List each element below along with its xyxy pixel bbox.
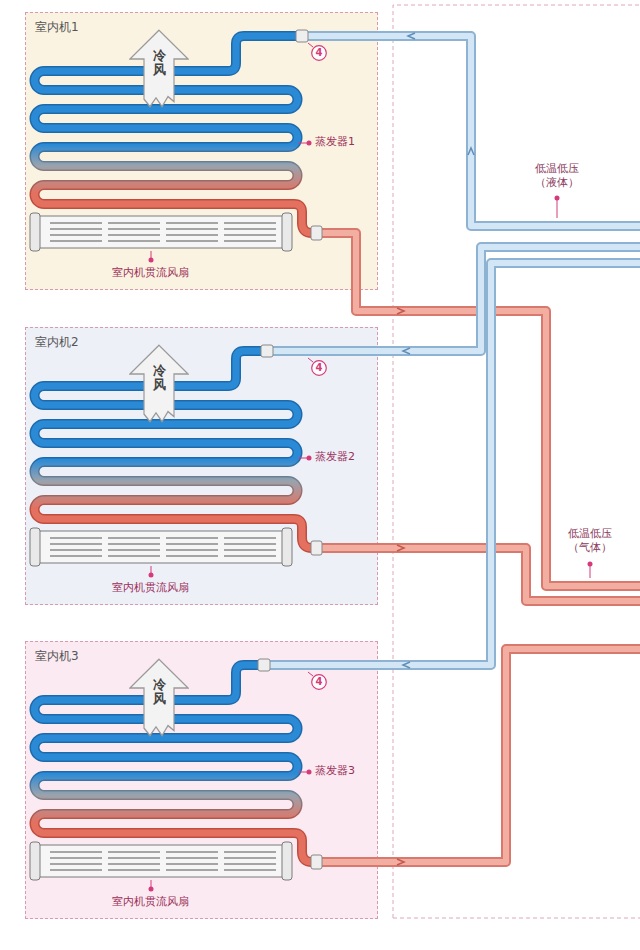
pipe-fitting <box>311 226 322 240</box>
cold-air-arrow: 冷风 <box>129 344 189 427</box>
unit-title: 室内机1 <box>35 19 79 36</box>
flow-arrow <box>397 545 404 551</box>
leader-dot <box>149 887 154 892</box>
part-label: 室内机贯流风扇 <box>112 581 189 595</box>
leader-dot <box>588 562 593 567</box>
indoor-unit-panel: 室内机1 冷风 4 <box>25 12 378 290</box>
air-label: 冷风 <box>153 344 166 393</box>
liquid-pipe <box>308 36 640 226</box>
leader-line <box>557 198 558 218</box>
air-label: 冷风 <box>153 658 166 707</box>
callout-number: 4 <box>311 360 327 376</box>
leader-dot <box>307 456 312 461</box>
flow-arrow <box>468 148 474 155</box>
indoor-unit-panel: 室内机3 冷风 4 <box>25 641 378 919</box>
pipe-state-label: 低温低压 （液体） <box>532 162 582 190</box>
flow-arrow <box>397 859 404 865</box>
region-border <box>393 918 640 919</box>
gas-pipe <box>322 649 640 862</box>
leader-dot <box>149 573 154 578</box>
flow-arrow <box>403 348 410 354</box>
part-label: 蒸发器1 <box>315 135 355 149</box>
pipe-fitting <box>261 345 273 357</box>
gas-pipe <box>322 548 640 601</box>
cross-flow-fan <box>30 213 292 251</box>
cold-air-arrow: 冷风 <box>129 658 189 741</box>
leader-line <box>308 43 313 47</box>
flow-arrow <box>403 662 410 668</box>
pipe-fitting <box>258 659 270 671</box>
pipe-fitting <box>311 541 322 555</box>
cross-flow-fan <box>30 842 292 880</box>
flow-arrow <box>408 33 415 39</box>
callout-number: 4 <box>311 45 327 61</box>
leader-line <box>308 672 313 676</box>
callout-circle: 4 <box>311 45 327 61</box>
pipe-fitting <box>311 855 322 869</box>
callout-number: 4 <box>311 674 327 690</box>
cross-flow-fan <box>30 528 292 566</box>
unit-title: 室内机3 <box>35 648 79 665</box>
pipe-fitting <box>296 30 308 42</box>
gas-pipe <box>322 649 640 862</box>
leader-dot <box>149 258 154 263</box>
flow-arrow <box>397 308 404 314</box>
unit-title: 室内机2 <box>35 334 79 351</box>
callout-circle: 4 <box>311 674 327 690</box>
pipe-state-label: 低温低压 （气体） <box>565 527 615 555</box>
leader-dot <box>555 196 560 201</box>
region-border <box>393 5 640 918</box>
indoor-unit-panel: 室内机2 冷风 4 <box>25 327 378 605</box>
leader-line <box>308 358 313 362</box>
leader-dot <box>307 141 312 146</box>
leader-dot <box>307 770 312 775</box>
air-label: 冷风 <box>153 29 166 78</box>
part-label: 室内机贯流风扇 <box>112 266 189 280</box>
liquid-pipe <box>308 36 640 226</box>
part-label: 蒸发器2 <box>315 450 355 464</box>
gas-pipe <box>322 548 640 601</box>
liquid-pipe <box>270 263 640 665</box>
part-label: 蒸发器3 <box>315 764 355 778</box>
cold-air-arrow: 冷风 <box>129 29 189 112</box>
callout-circle: 4 <box>311 360 327 376</box>
liquid-pipe <box>270 263 640 665</box>
part-label: 室内机贯流风扇 <box>112 895 189 909</box>
